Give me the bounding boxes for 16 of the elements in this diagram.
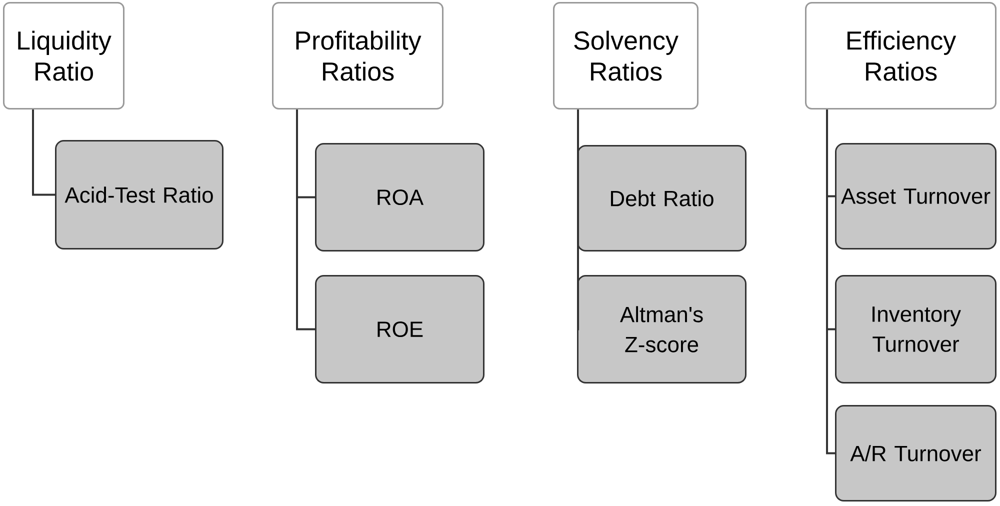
ratio-box: ROA [315, 143, 484, 252]
category-box: Solvency Ratios [553, 2, 698, 110]
connector-line [576, 110, 579, 330]
connector-line [826, 110, 835, 454]
category-box: Profitability Ratios [272, 2, 444, 110]
connector-line [32, 110, 55, 196]
ratio-box: Inventory Turnover [835, 275, 997, 384]
connector-line [296, 110, 315, 330]
category-box: Liquidity Ratio [3, 2, 124, 110]
category-box: Efficiency Ratios [805, 2, 997, 110]
ratio-box: ROE [315, 275, 484, 384]
ratio-box: Altman's Z-score [577, 275, 746, 384]
ratio-box: Asset Turnover [835, 143, 997, 250]
ratio-box: Acid-Test Ratio [55, 140, 224, 250]
ratio-box: Debt Ratio [577, 145, 746, 252]
ratio-box: A/R Turnover [835, 405, 997, 502]
